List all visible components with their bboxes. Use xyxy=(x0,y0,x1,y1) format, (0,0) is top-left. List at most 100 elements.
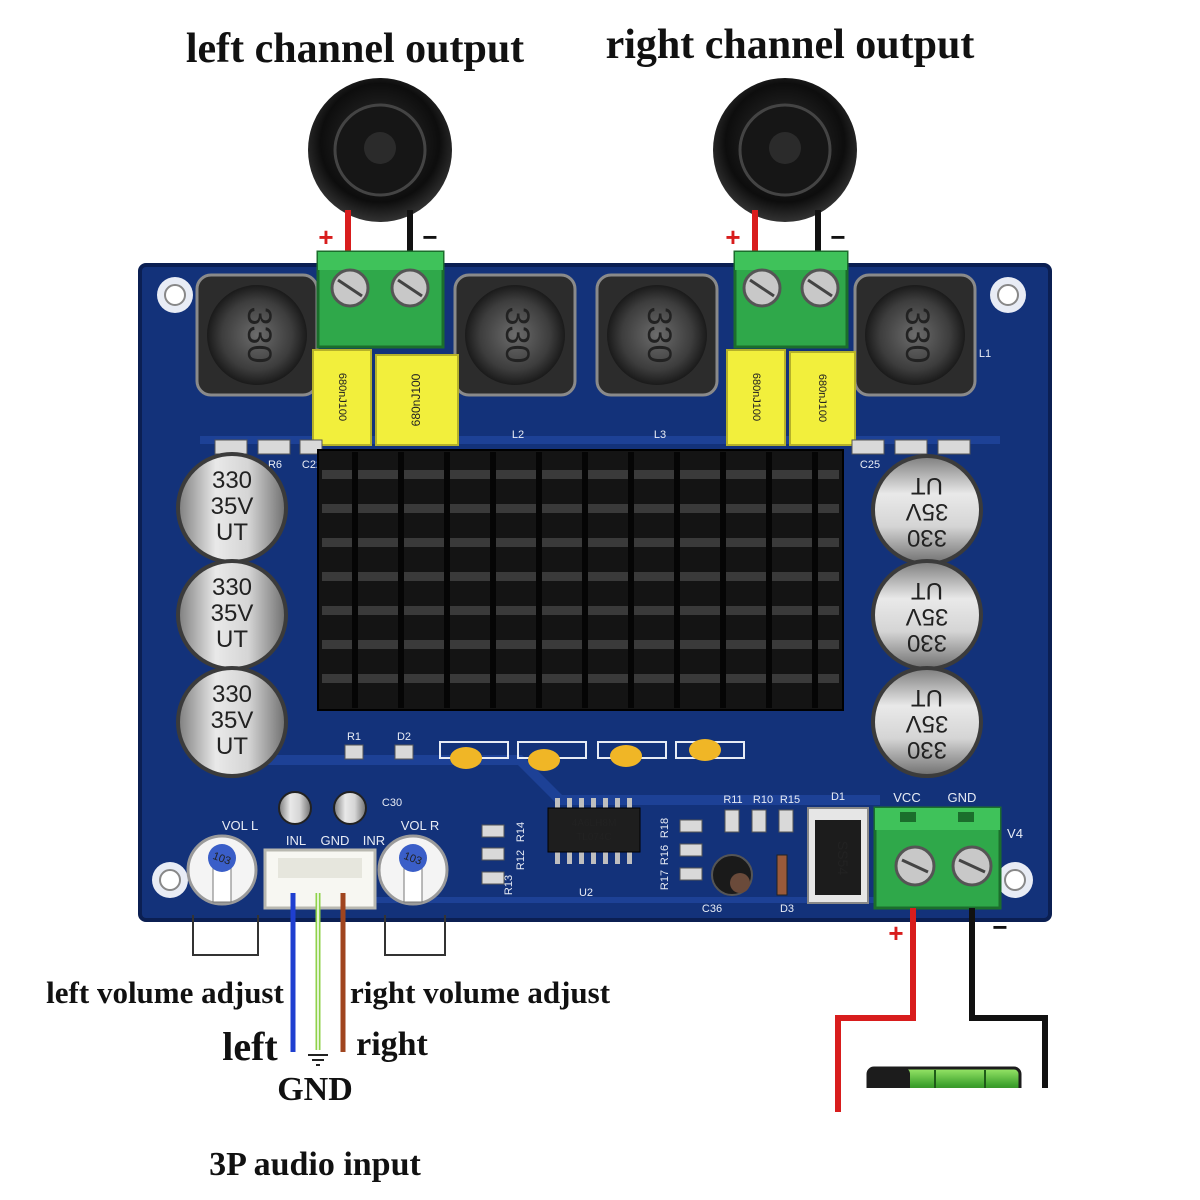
inductor-4-code: 330 xyxy=(898,307,936,364)
left-volume-bracket xyxy=(192,915,259,956)
film-capacitor-4: 680nJ100 xyxy=(789,351,856,446)
cap-left-1-value: 330 xyxy=(212,467,252,494)
resistors-left-of-ic xyxy=(481,824,505,885)
image-cutout xyxy=(848,1088,1200,1200)
electrolytic-capacitor-left-2: 330 35V UT xyxy=(176,559,288,671)
film-capacitor-1: 680nJ100 xyxy=(312,349,372,446)
silk-inr: INR xyxy=(363,833,385,848)
ic-text-2: TL074C xyxy=(576,832,612,843)
silk-c36: C36 xyxy=(702,903,722,915)
resistor-r1 xyxy=(344,744,364,760)
power-plus-sign: + xyxy=(888,918,903,948)
heatsink-fin-gap xyxy=(490,452,496,708)
small-electrolytic-caps xyxy=(278,791,367,825)
ic-text-1: 4A6LH8M xyxy=(572,818,616,829)
heatsink-fin-row xyxy=(322,470,839,479)
silk-r10: R10 xyxy=(753,794,773,806)
film-capacitor-3-code: 680nJ100 xyxy=(750,373,762,421)
heatsink-fin-row xyxy=(322,606,839,615)
mounting-hole-top-left xyxy=(157,277,193,313)
right-output-minus-sign: − xyxy=(830,222,845,252)
right-volume-adjust-label: right volume adjust xyxy=(350,975,611,1010)
left-speaker-icon xyxy=(308,78,452,222)
right-volume-potentiometer[interactable]: 103 xyxy=(377,834,449,906)
left-output-terminal xyxy=(316,250,445,349)
left-channel-output-label: left channel output xyxy=(186,26,524,72)
inductor-1-code: 330 xyxy=(240,307,278,364)
diode-d1-code: SS54 xyxy=(835,841,851,875)
right-volume-bracket xyxy=(384,915,446,956)
film-capacitor-2-code: 680nJ100 xyxy=(409,373,423,426)
right-pot-code: 103 xyxy=(402,850,423,868)
silk-r16: R16 xyxy=(659,845,671,865)
cap-left-1-series: UT xyxy=(216,519,248,546)
diode-d3 xyxy=(776,854,788,896)
resistors-r10-r15 xyxy=(724,809,794,833)
silk-inl: INL xyxy=(286,833,306,848)
heatsink-fin-gap xyxy=(720,452,726,708)
power-minus-sign: − xyxy=(992,912,1007,942)
heatsink-fin-row xyxy=(322,640,839,649)
ceramic-capacitors xyxy=(439,739,745,771)
left-pot-code: 103 xyxy=(211,850,232,868)
electrolytic-capacitor-left-3: 330 35V UT xyxy=(176,666,288,778)
silk-r14: R14 xyxy=(515,822,527,842)
heatsink-fin-row xyxy=(322,674,839,683)
resistors-right-of-ic xyxy=(679,819,703,881)
left-volume-potentiometer[interactable]: 103 xyxy=(186,834,258,906)
cap-right-2-value: 330 xyxy=(907,629,947,656)
silk-vol-r: VOL R xyxy=(401,818,440,833)
cap-right-2-series: UT xyxy=(911,577,943,604)
cap-right-1-voltage: 35V xyxy=(906,498,949,525)
silk-r15: R15 xyxy=(780,794,800,806)
silk-r6: R6 xyxy=(268,459,282,471)
heatsink-fin-gap xyxy=(582,452,588,708)
heatsink-fin-gap xyxy=(766,452,772,708)
cap-right-3-voltage: 35V xyxy=(906,710,949,737)
heatsink-fin-gap xyxy=(674,452,680,708)
cap-right-3-value: 330 xyxy=(907,736,947,763)
heatsink-fin-gap xyxy=(536,452,542,708)
film-capacitor-2: 680nJ100 xyxy=(375,354,459,446)
mounting-hole-top-right xyxy=(990,277,1026,313)
cap-left-3-voltage: 35V xyxy=(211,707,254,734)
silk-r18: R18 xyxy=(659,818,671,838)
cap-left-2-series: UT xyxy=(216,626,248,653)
silk-c30: C30 xyxy=(382,797,402,809)
left-output-minus-sign: − xyxy=(422,222,437,252)
smd-row-top xyxy=(214,439,971,455)
heatsink-fin-gap xyxy=(628,452,634,708)
inductor-4: 330 xyxy=(853,273,977,397)
audio-input-label: 3P audio input xyxy=(209,1146,421,1183)
right-output-terminal xyxy=(733,250,849,349)
heatsink-fins xyxy=(322,452,839,708)
silk-l3: L3 xyxy=(654,429,666,441)
led-d2 xyxy=(394,744,414,760)
silk-l1: L1 xyxy=(979,348,991,360)
silk-r12: R12 xyxy=(515,850,527,870)
gnd-wire-label: GND xyxy=(277,1071,353,1108)
heatsink-fin-row xyxy=(322,572,839,581)
inductor-3: 330 xyxy=(595,273,719,397)
inductor-3-code: 330 xyxy=(640,307,678,364)
heatsink-fin-gap xyxy=(352,452,358,708)
silk-r13: R13 xyxy=(503,875,515,895)
silk-d1: D1 xyxy=(831,791,845,803)
ground-symbol-icon xyxy=(308,1054,328,1066)
heatsink-fin-row xyxy=(322,504,839,513)
silk-u2: U2 xyxy=(579,887,593,899)
heatsink-fin-gap xyxy=(444,452,450,708)
silk-l2: L2 xyxy=(512,429,524,441)
cap-left-1-voltage: 35V xyxy=(211,493,254,520)
heatsink-fin-gap xyxy=(812,452,818,708)
film-capacitor-3: 680nJ100 xyxy=(726,349,786,446)
power-input-terminal xyxy=(873,806,1002,910)
silk-vol-l: VOL L xyxy=(222,818,258,833)
cap-right-1-series: UT xyxy=(911,472,943,499)
electrolytic-capacitor-right-1: 330 35V UT xyxy=(871,454,983,566)
cap-right-3-series: UT xyxy=(911,684,943,711)
heatsink-fin-row xyxy=(322,538,839,547)
silk-r1: R1 xyxy=(347,731,361,743)
cap-right-1-value: 330 xyxy=(907,524,947,551)
